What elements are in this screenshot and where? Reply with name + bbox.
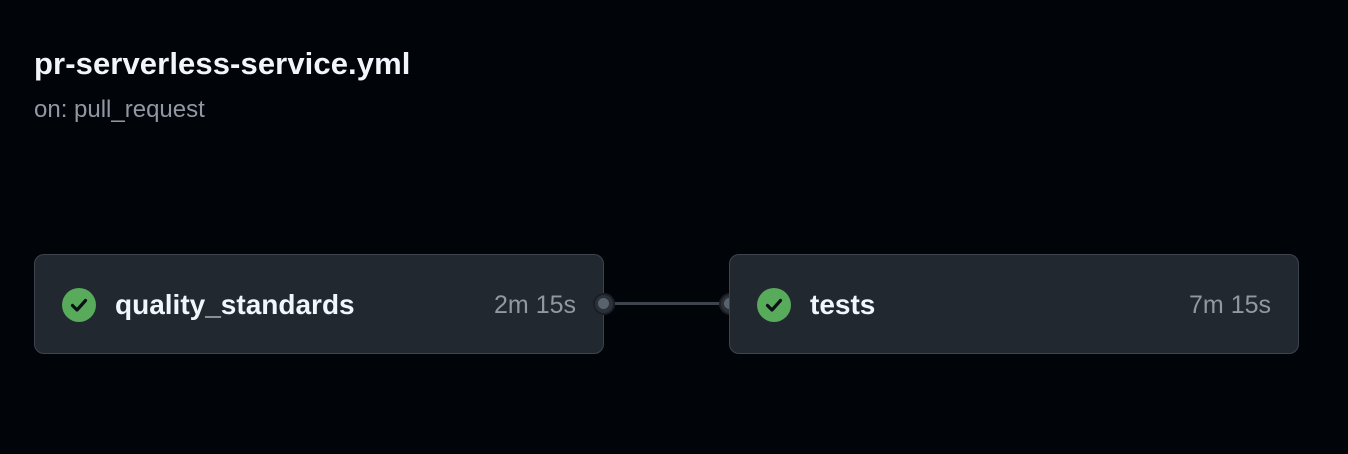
job-connector-line <box>614 302 720 305</box>
job-duration: 2m 15s <box>494 291 576 319</box>
check-circle-icon <box>62 288 96 322</box>
job-name: tests <box>810 289 876 320</box>
job-card-quality-standards[interactable]: quality_standards 2m 15s <box>34 254 604 354</box>
workflow-title: pr-serverless-service.yml <box>34 46 411 81</box>
job-duration: 7m 15s <box>1189 291 1271 319</box>
job-output-port <box>593 293 615 315</box>
job-card-tests[interactable]: tests 7m 15s <box>729 254 1299 354</box>
job-name: quality_standards <box>115 289 355 320</box>
workflow-trigger: on: pull_request <box>34 96 205 123</box>
check-circle-icon <box>757 288 791 322</box>
